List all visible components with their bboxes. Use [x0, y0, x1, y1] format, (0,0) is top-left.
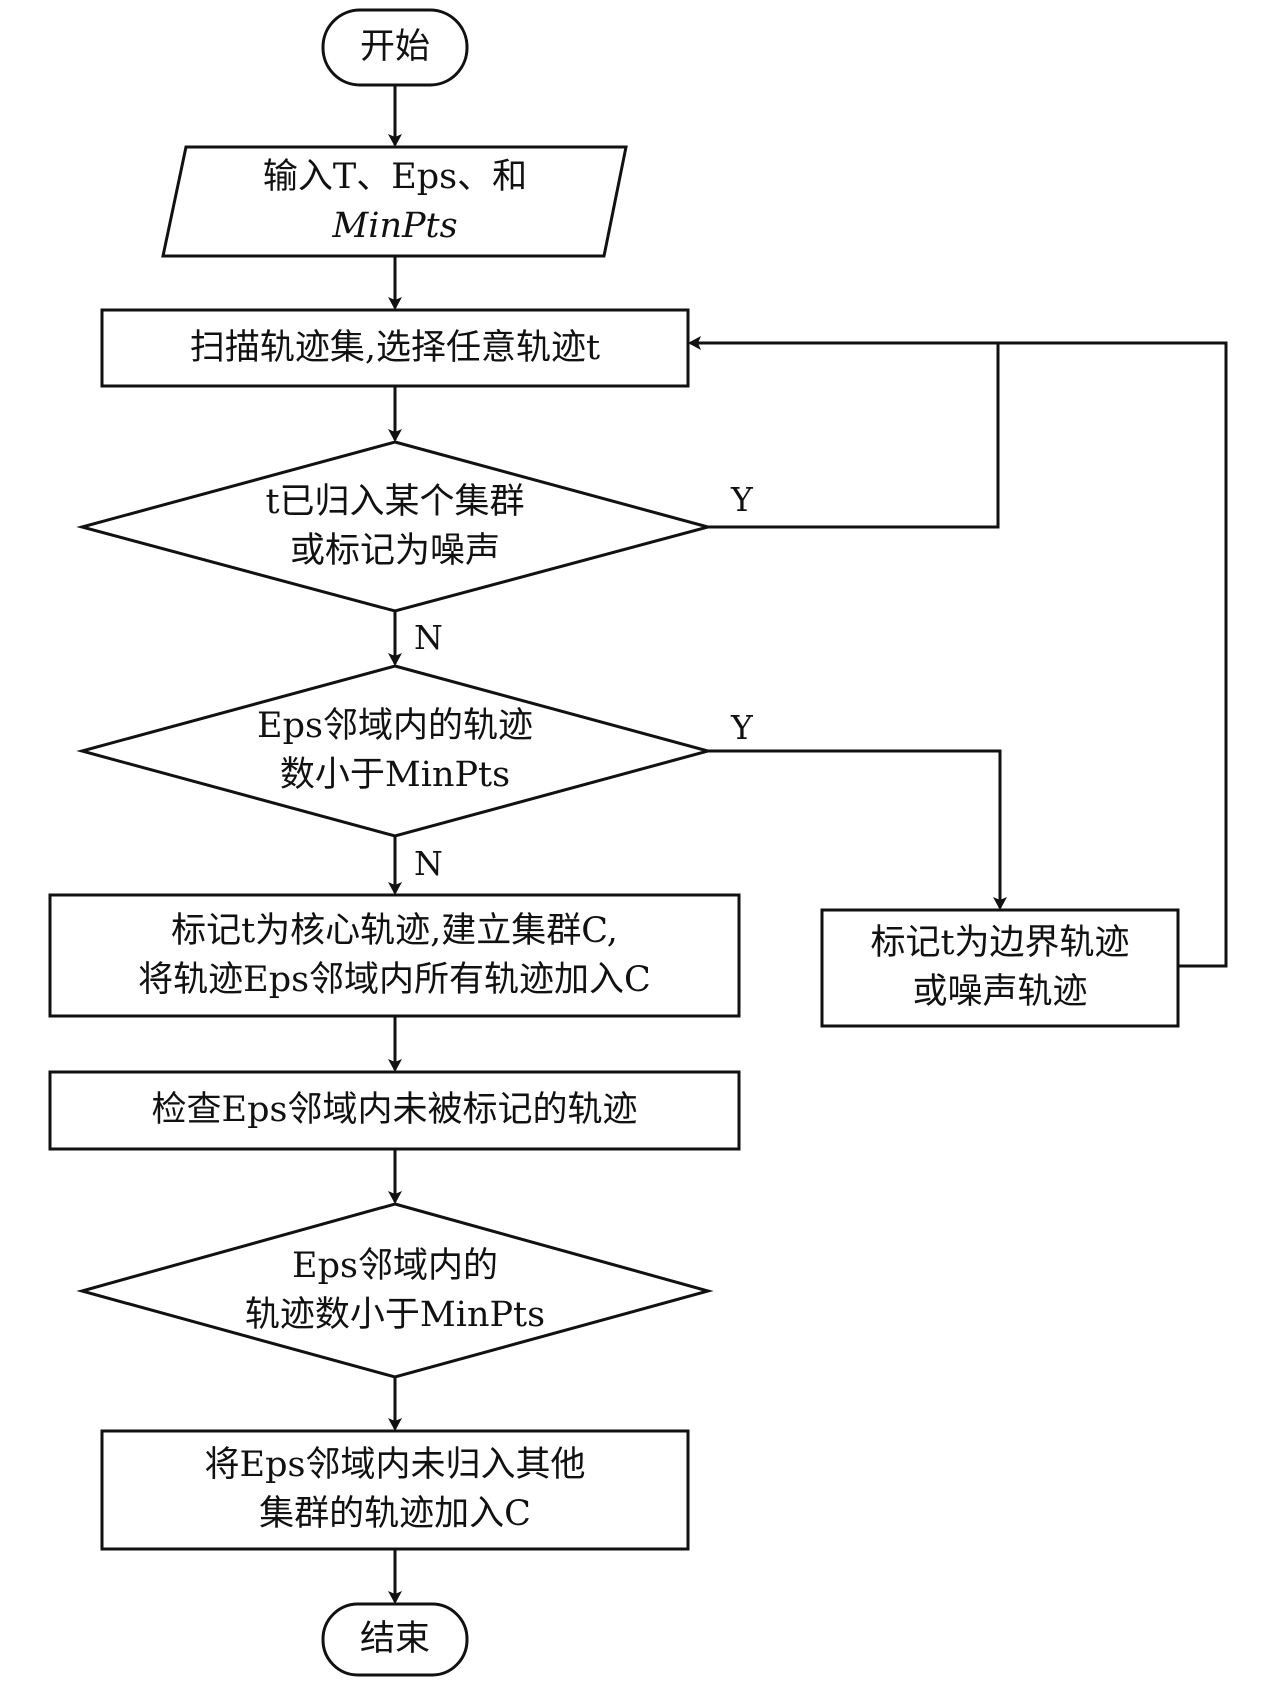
decision1-label-box: t已归入某个集群 或标记为噪声 — [182, 478, 608, 576]
decision3-label-line1: Eps邻域内的 — [292, 1246, 498, 1286]
end-label: 结束 — [359, 1619, 430, 1659]
scan-label: 扫描轨迹集,选择任意轨迹t — [189, 327, 601, 368]
input-node — [161, 145, 628, 258]
decision2-label-line2: 数小于MinPts — [279, 755, 511, 795]
mark-border-label-box: 标记t为边界轨迹 或噪声轨迹 — [822, 910, 1178, 1026]
decision1-no-label: N — [414, 618, 443, 657]
decision1-yes-label: Y — [731, 480, 753, 519]
scan-label-box: 扫描轨迹集,选择任意轨迹t — [102, 310, 688, 386]
start-label: 开始 — [359, 27, 430, 67]
end-node — [321, 1602, 469, 1677]
end-label-box: 结束 — [323, 1604, 467, 1675]
input-label-box: 输入T、Eps、和 MinPts — [170, 150, 620, 254]
edge-border-loop — [688, 336, 1228, 968]
mark-border-label-line1: 标记t为边界轨迹 — [870, 923, 1130, 963]
mark-core-label-line2: 将轨迹Eps邻域内所有轨迹加入C — [138, 959, 651, 1000]
mark-border-node — [820, 908, 1180, 1028]
mark-core-label-box: 标记t为核心轨迹,建立集群C, 将轨迹Eps邻域内所有轨迹加入C — [50, 895, 739, 1016]
decision1-label-line2: 或标记为噪声 — [289, 531, 500, 571]
input-label-line1: 输入T、Eps、和 — [262, 157, 528, 197]
edge-decision2-yes — [708, 749, 1007, 910]
decision2-label-box: Eps邻域内的轨迹 数小于MinPts — [182, 702, 608, 800]
decision2-no-label: N — [414, 844, 443, 883]
mark-border-label-line2: 或噪声轨迹 — [912, 972, 1088, 1012]
decision1-label-line1: t已归入某个集群 — [265, 482, 525, 522]
add-label-line1: 将Eps邻域内未归入其他 — [204, 1445, 586, 1485]
check-label-box: 检查Eps邻域内未被标记的轨迹 — [50, 1072, 739, 1149]
add-label-box: 将Eps邻域内未归入其他 集群的轨迹加入C — [102, 1431, 688, 1549]
input-label-line2: MinPts — [332, 206, 458, 246]
add-label-line2: 集群的轨迹加入C — [259, 1494, 531, 1534]
start-label-box: 开始 — [323, 10, 467, 85]
check-label: 检查Eps邻域内未被标记的轨迹 — [151, 1090, 638, 1130]
edge-decision1-yes-loop — [708, 343, 1000, 529]
decision3-label-box: Eps邻域内的 轨迹数小于MinPts — [182, 1242, 608, 1340]
decision2-label-line1: Eps邻域内的轨迹 — [257, 706, 533, 746]
decision3-label-line2: 轨迹数小于MinPts — [244, 1295, 546, 1335]
decision2-yes-label: Y — [731, 708, 753, 747]
mark-core-label-line1: 标记t为核心轨迹,建立集群C, — [171, 910, 618, 951]
